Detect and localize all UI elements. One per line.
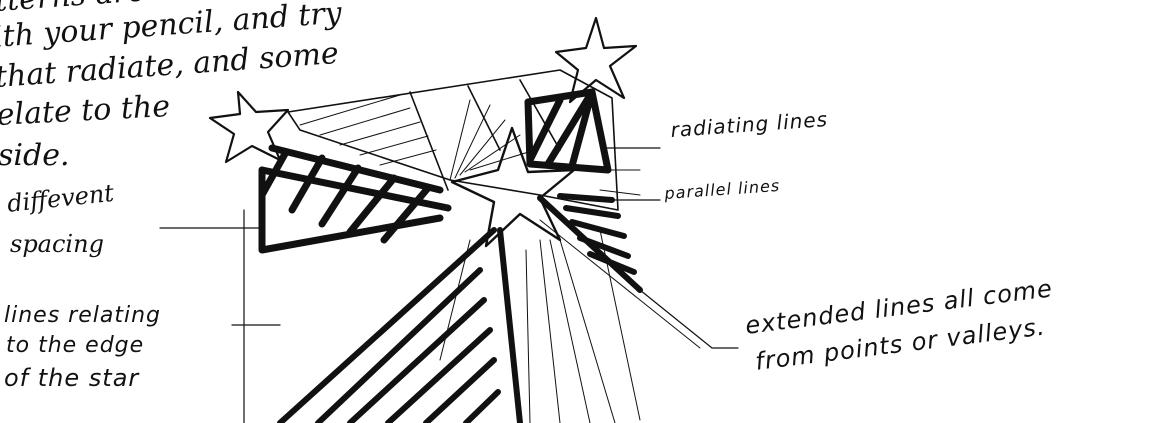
extended-lines-bottom: [280, 230, 520, 423]
parallel-hatch-right: [540, 196, 640, 290]
radiating-hatch-right: [528, 92, 608, 170]
fine-lines-bottom-right: [440, 220, 700, 423]
label-different-spacing-2: spacing: [10, 232, 104, 257]
background-band: [288, 70, 618, 210]
parallel-hatch-left: [262, 148, 448, 250]
label-edge-3: of the star: [4, 366, 139, 391]
label-edge-2: to the edge: [6, 334, 144, 357]
label-edge-1: lines relating: [4, 304, 161, 327]
leader-lines: [160, 148, 738, 423]
intro-line-5: side.: [0, 140, 69, 172]
